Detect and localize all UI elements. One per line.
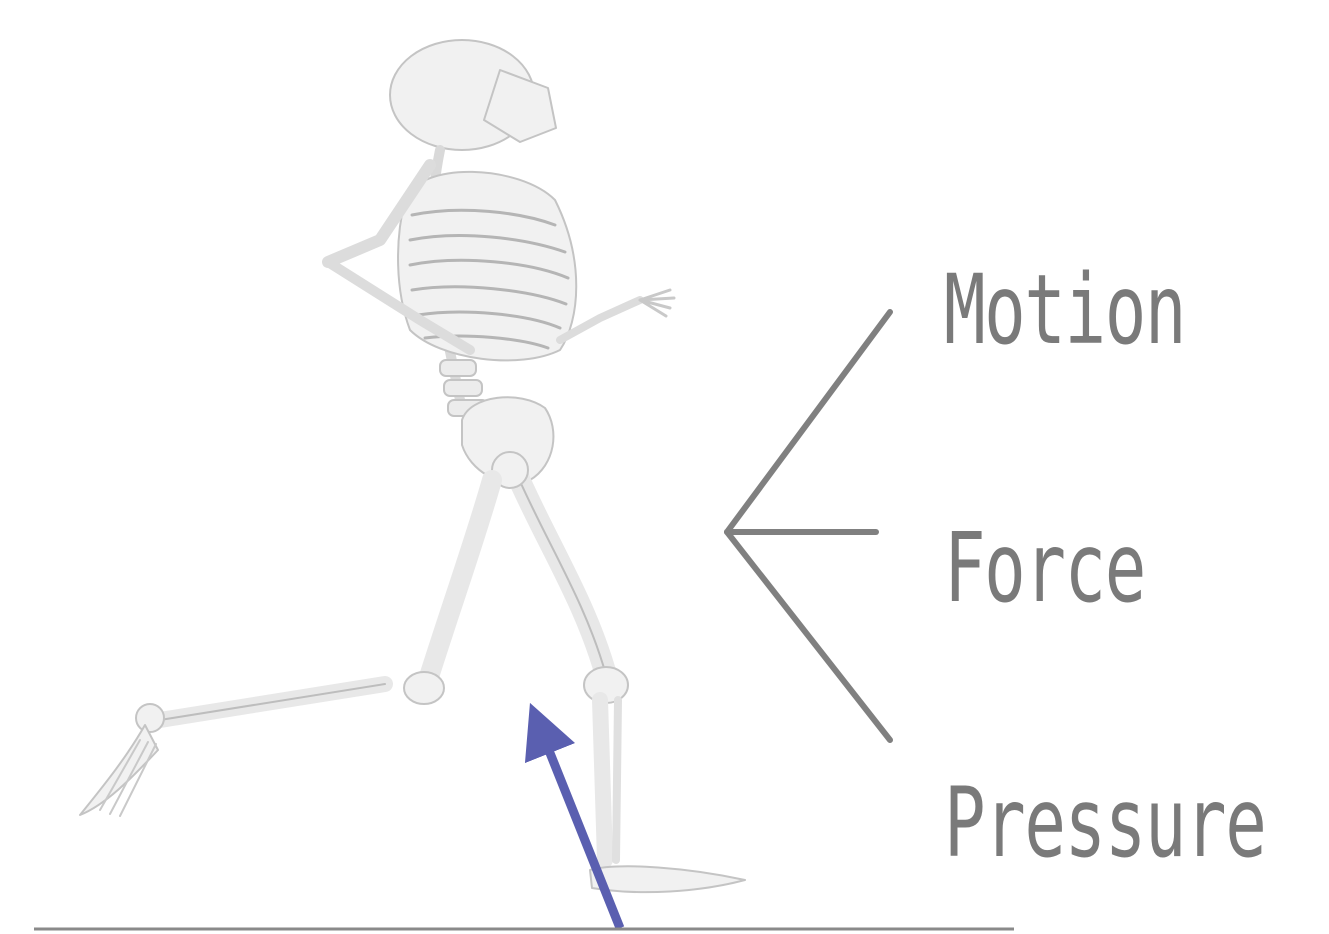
branch-line-motion <box>727 312 890 532</box>
label-force: Force <box>944 520 1145 616</box>
branch-line-pressure <box>727 532 890 740</box>
label-pressure: Pressure <box>944 775 1265 871</box>
running-skeleton-icon <box>80 40 745 892</box>
branch-connector <box>727 312 890 740</box>
label-motion: Motion <box>944 262 1185 358</box>
